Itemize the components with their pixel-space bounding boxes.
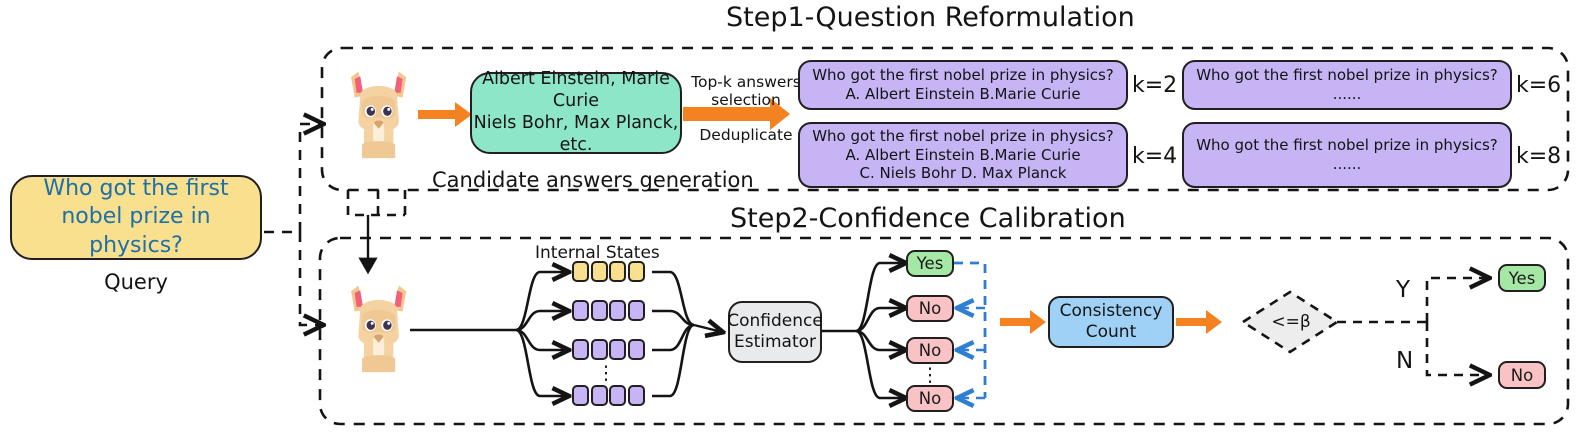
reformulated-question-k8[interactable]: Who got the first nobel prize in physics… [1182,122,1512,188]
candidate-answers-box[interactable]: Albert Einstein, Marie Curie Niels Bohr,… [470,69,682,155]
internal-state-row-2 [572,300,645,321]
reformulated-k2-line-2: A. Albert Einstein B.Marie Curie [845,85,1081,103]
verdict-chip-3[interactable]: No [906,337,954,364]
reformulated-k6-line-2: ...... [1332,85,1362,103]
state-cell [590,261,608,282]
verdict-chip-4[interactable]: No [906,385,954,412]
llama-icon [351,71,407,159]
query-caption: Query [104,270,168,294]
branch-no-letter: N [1396,348,1414,374]
state-cell [627,261,645,282]
estimator-line-1: Confidence [727,310,823,331]
consistency-line-2: Count [1085,322,1137,342]
confidence-estimator-box[interactable]: Confidence Estimator [727,301,823,363]
reformulated-question-k2[interactable]: Who got the first nobel prize in physics… [798,60,1128,110]
state-cell [590,339,608,360]
estimator-line-2: Estimator [733,332,817,352]
internal-states-ellipsis: ⋮ [596,362,616,384]
verdict-chip-1[interactable]: Yes [906,250,954,277]
state-cell [609,300,626,321]
candidate-line-1: Albert Einstein, Marie Curie [482,69,670,112]
state-cell [590,300,608,321]
internal-state-row-1 [572,261,645,282]
internal-state-row-3 [572,339,645,360]
reformulated-k4-line-2: A. Albert Einstein B.Marie Curie [845,145,1081,164]
outcome-no-chip[interactable]: No [1498,361,1546,389]
reformulated-k8-line-2: ...... [1332,155,1362,173]
state-cell [627,339,645,360]
state-cell [609,385,626,406]
consistency-line-1: Consistency [1059,300,1163,321]
decision-diamond-label[interactable]: <=β [1271,312,1311,332]
state-cell [572,300,589,321]
reformulated-question-k4[interactable]: Who got the first nobel prize in physics… [798,122,1128,188]
deduplicate-label: Deduplicate [699,126,793,144]
outcome-yes-chip[interactable]: Yes [1498,264,1546,292]
reformulated-k4-line-3: C. Niels Bohr D. Max Planck [859,164,1067,183]
k-label-k6: k=6 [1516,73,1562,98]
state-cell [627,300,645,321]
branch-yes-letter: Y [1396,277,1411,303]
state-cell [572,261,589,282]
reformulated-k4-line-1: Who got the first nobel prize in physics… [812,126,1114,145]
candidate-line-2: Niels Bohr, Max Planck, etc. [473,113,679,155]
state-cell [627,385,645,406]
topk-line-1: Top-k answers [691,73,801,91]
k-label-k8: k=8 [1516,144,1562,169]
state-cell [609,339,626,360]
state-cell [609,261,626,282]
topk-line-2: selection [711,90,781,109]
step1-title: Step1-Question Reformulation [726,2,1135,33]
reformulated-question-k6[interactable]: Who got the first nobel prize in physics… [1182,60,1512,110]
consistency-count-box[interactable]: Consistency Count [1048,296,1174,348]
k-label-k2: k=2 [1132,73,1178,98]
reformulated-k6-line-1: Who got the first nobel prize in physics… [1196,66,1498,85]
candidate-answers-caption: Candidate answers generation [432,168,754,192]
state-cell [590,385,608,406]
query-box[interactable]: Who got the first nobel prize in physics… [10,175,262,260]
step2-title: Step2-Confidence Calibration [730,203,1126,234]
internal-state-row-4 [572,385,645,406]
verdict-chip-2[interactable]: No [906,295,954,322]
llama-icon [351,285,407,373]
state-cell [572,385,589,406]
k-label-k4: k=4 [1132,144,1178,169]
reformulated-k2-line-1: Who got the first nobel prize in physics… [812,66,1114,85]
internal-states-label: Internal States [535,243,660,263]
topk-selection-label: Top-k answers selection [691,73,801,110]
verdict-ellipsis: ⋮ [920,364,940,386]
state-cell [572,339,589,360]
reformulated-k8-line-1: Who got the first nobel prize in physics… [1196,136,1498,155]
